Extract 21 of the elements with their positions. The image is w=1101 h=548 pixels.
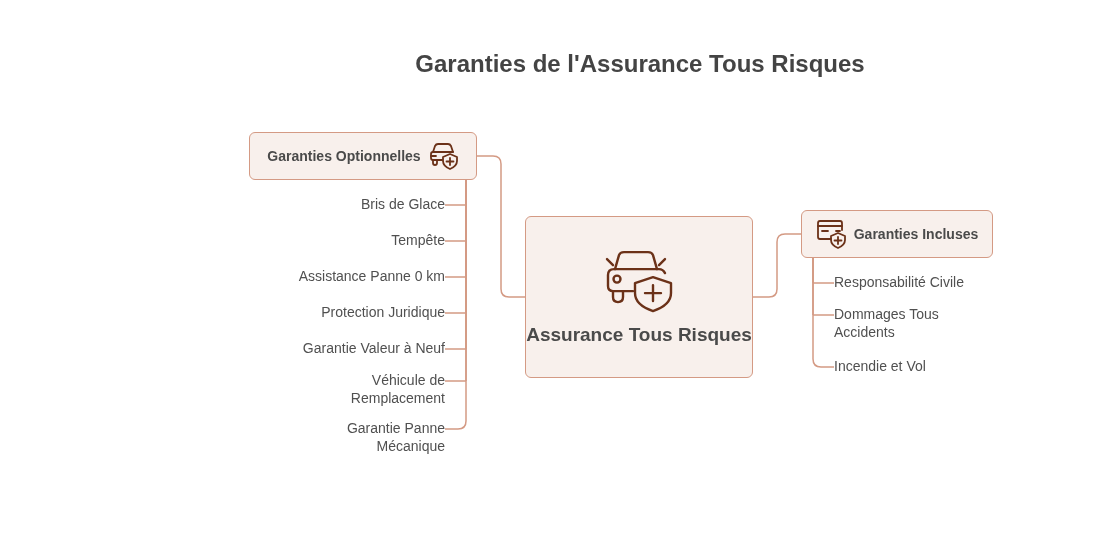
connector-line xyxy=(812,257,835,368)
category-box xyxy=(249,132,477,180)
connector-line xyxy=(444,179,467,430)
list-item-text: Dommages Tous Accidents xyxy=(834,305,964,341)
category-box xyxy=(801,210,993,258)
box-label: Assurance Tous Risques xyxy=(526,323,752,348)
list-item-text: Assistance Panne 0 km xyxy=(260,267,445,285)
connector-line xyxy=(752,233,802,298)
topic-box xyxy=(525,216,753,378)
connector-line xyxy=(476,155,526,298)
list-item-text: Garantie Valeur à Neuf xyxy=(260,339,445,357)
list-item-text: Responsabilité Civile xyxy=(834,273,1004,291)
list-item-text: Protection Juridique xyxy=(260,303,445,321)
list-item-text: Garantie Panne Mécanique xyxy=(335,419,445,455)
box-label: Garanties Incluses xyxy=(853,225,979,243)
list-item-text: Bris de Glace xyxy=(260,195,445,213)
list-item-text: Incendie et Vol xyxy=(834,357,1004,375)
list-item-text: Tempête xyxy=(260,231,445,249)
box-label: Garanties Optionnelles xyxy=(267,147,421,165)
diagram-title: Garanties de l'Assurance Tous Risques xyxy=(414,50,866,78)
list-item-text: Véhicule de Remplacement xyxy=(335,371,445,407)
